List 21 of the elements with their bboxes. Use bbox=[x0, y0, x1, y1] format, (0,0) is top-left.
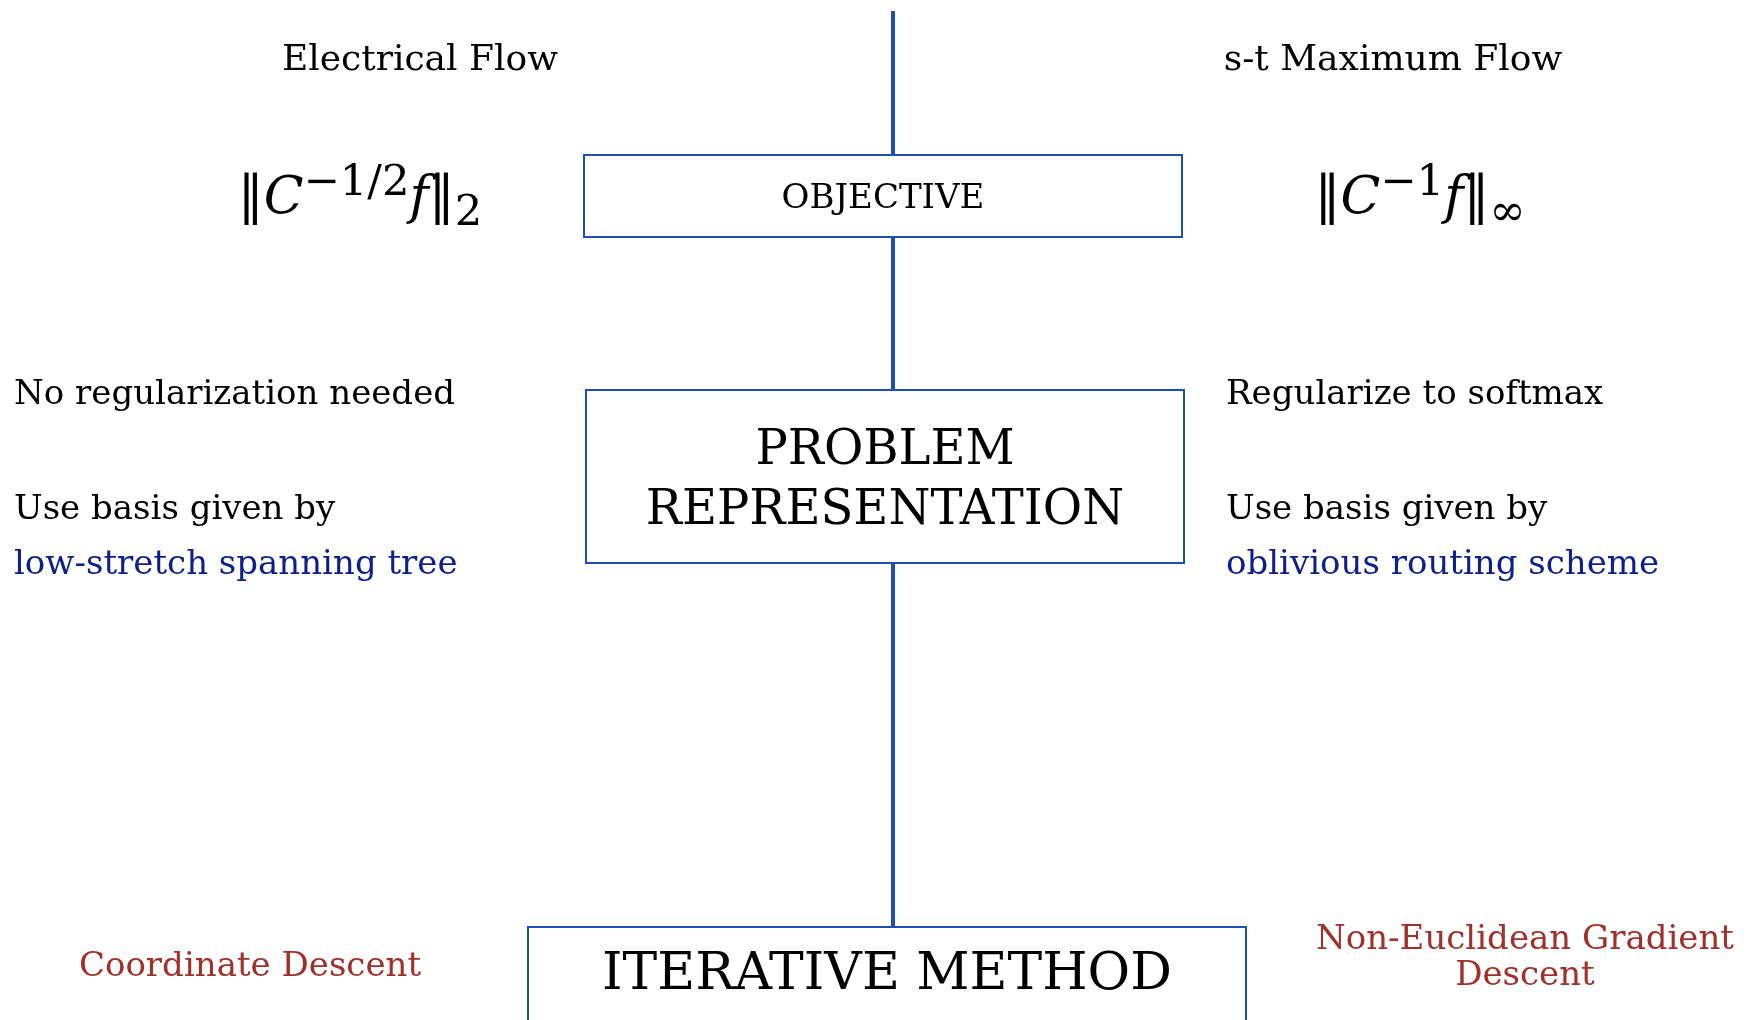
note-text: No regularization needed bbox=[14, 372, 457, 413]
connector-line bbox=[891, 564, 895, 926]
formula: ‖C$^{−1/2}$f‖$_{2}$ bbox=[236, 155, 484, 237]
method-name: oblivious routing scheme bbox=[1226, 542, 1661, 583]
column-heading: Electrical Flow bbox=[281, 36, 559, 80]
connector-line bbox=[891, 11, 895, 154]
formula: ‖C$^{−1}$f‖$_{∞}$ bbox=[1313, 155, 1527, 237]
process-box bbox=[583, 154, 1183, 238]
algorithm-name: Coordinate Descent bbox=[77, 944, 423, 985]
process-box bbox=[527, 926, 1247, 1020]
column-heading: s-t Maximum Flow bbox=[1222, 36, 1564, 80]
method-name: low-stretch spanning tree bbox=[14, 542, 459, 583]
box-title: PROBLEM REPRESENTATION bbox=[644, 417, 1126, 537]
algorithm-name: Non-Euclidean Gradient Descent bbox=[1315, 920, 1735, 992]
note-text: Use basis given by bbox=[1226, 487, 1549, 528]
connector-line bbox=[891, 238, 895, 389]
box-title: OBJECTIVE bbox=[780, 174, 986, 218]
note-text: Use basis given by bbox=[14, 487, 337, 528]
process-box bbox=[585, 389, 1185, 564]
note-text: Regularize to softmax bbox=[1226, 372, 1605, 413]
box-title: ITERATIVE METHOD bbox=[601, 939, 1173, 1003]
